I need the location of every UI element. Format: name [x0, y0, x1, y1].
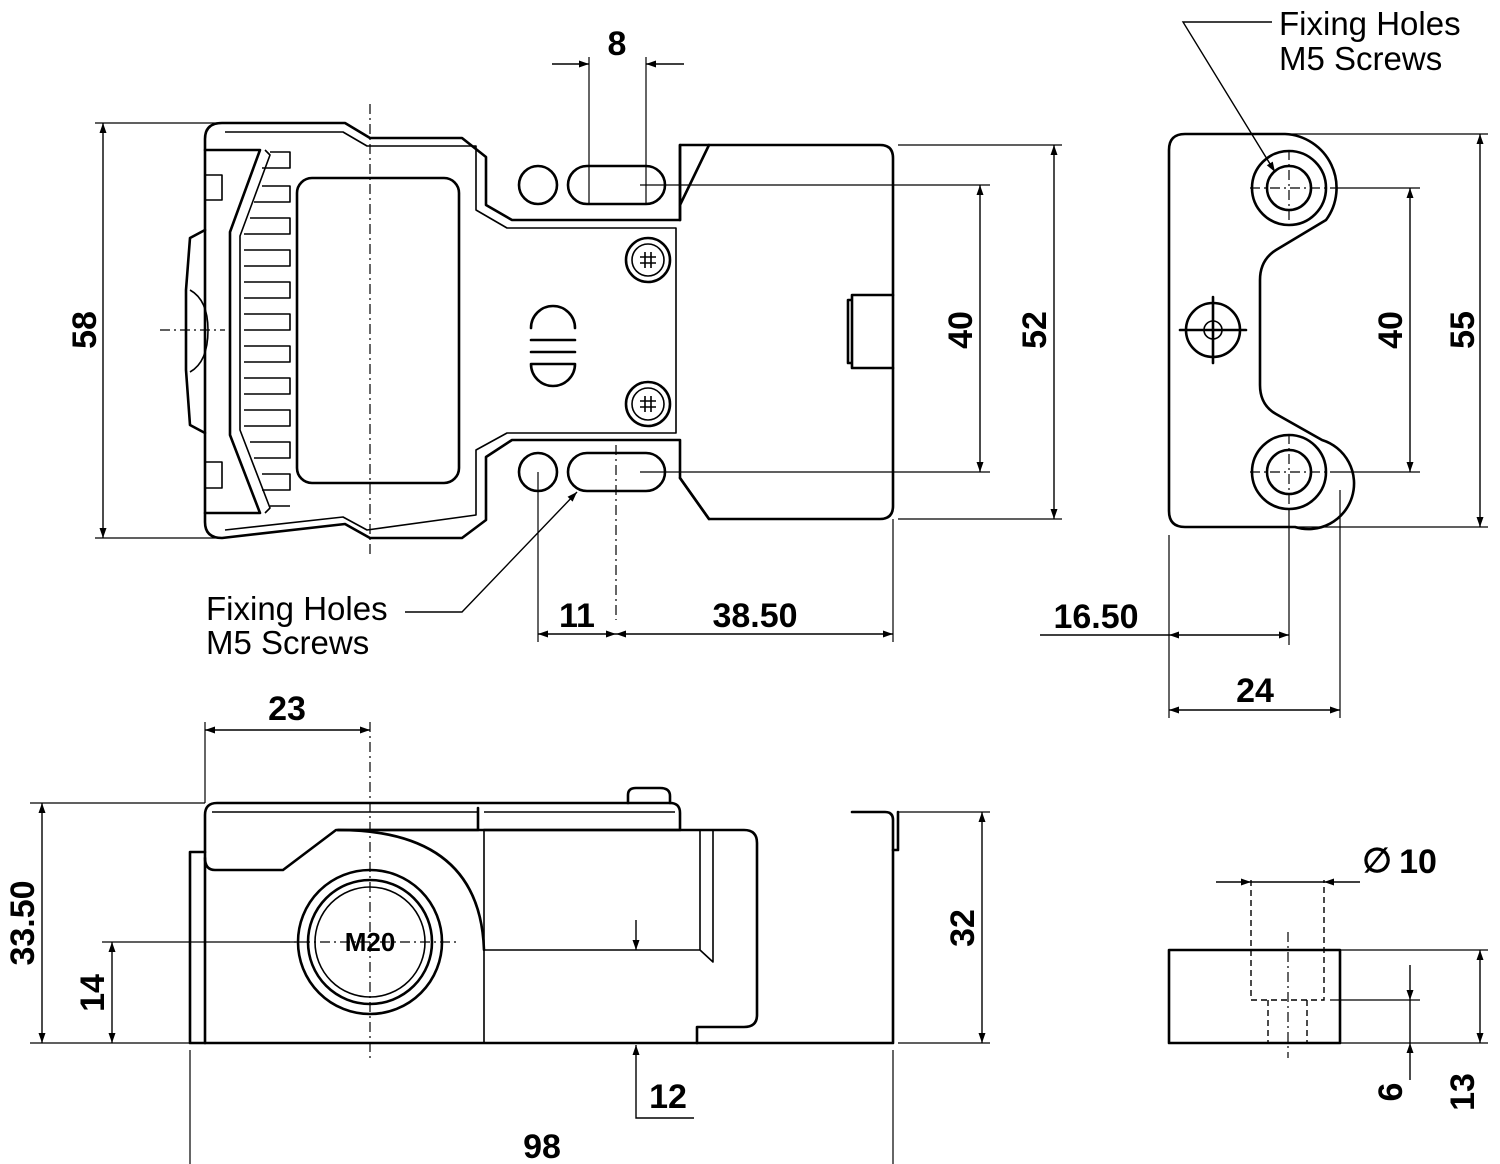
bottom-view [188, 722, 900, 1060]
bottom-dims [30, 722, 990, 1164]
dim-58: 58 [66, 311, 104, 349]
dim-8: 8 [608, 25, 627, 63]
side-dims [1040, 21, 1488, 718]
actuator-dims [1216, 878, 1488, 1080]
dim-14: 14 [74, 974, 112, 1012]
thread-label: M20 [345, 927, 396, 957]
actuator-side-view [1167, 880, 1342, 1058]
dim-10: 10 [1399, 843, 1437, 881]
dim-55: 55 [1444, 311, 1482, 349]
fixing-holes-label-front-line2: M5 Screws [206, 624, 369, 661]
dim-40-front: 40 [942, 311, 980, 349]
dim-38-50: 38.50 [712, 597, 797, 635]
dim-33-50: 33.50 [4, 880, 42, 965]
dim-12: 12 [649, 1078, 687, 1116]
fixing-holes-label-front-line1: Fixing Holes [206, 590, 388, 627]
dim-24: 24 [1236, 672, 1274, 710]
dim-6: 6 [1372, 1083, 1410, 1102]
front-dims [95, 57, 1062, 642]
dim-23: 23 [268, 690, 306, 728]
diameter-symbol: ∅ [1362, 842, 1392, 880]
dim-98: 98 [523, 1128, 561, 1164]
dim-32: 32 [944, 909, 982, 947]
front-view [160, 104, 895, 620]
dim-16-50: 16.50 [1053, 598, 1138, 636]
dim-13: 13 [1444, 1073, 1482, 1111]
fixing-holes-label-side-line1: Fixing Holes [1279, 5, 1461, 42]
side-view [1167, 132, 1356, 531]
fixing-holes-label-side-line2: M5 Screws [1279, 40, 1442, 77]
dim-52: 52 [1016, 311, 1054, 349]
dim-11: 11 [559, 597, 595, 635]
dim-40-side: 40 [1372, 311, 1410, 349]
